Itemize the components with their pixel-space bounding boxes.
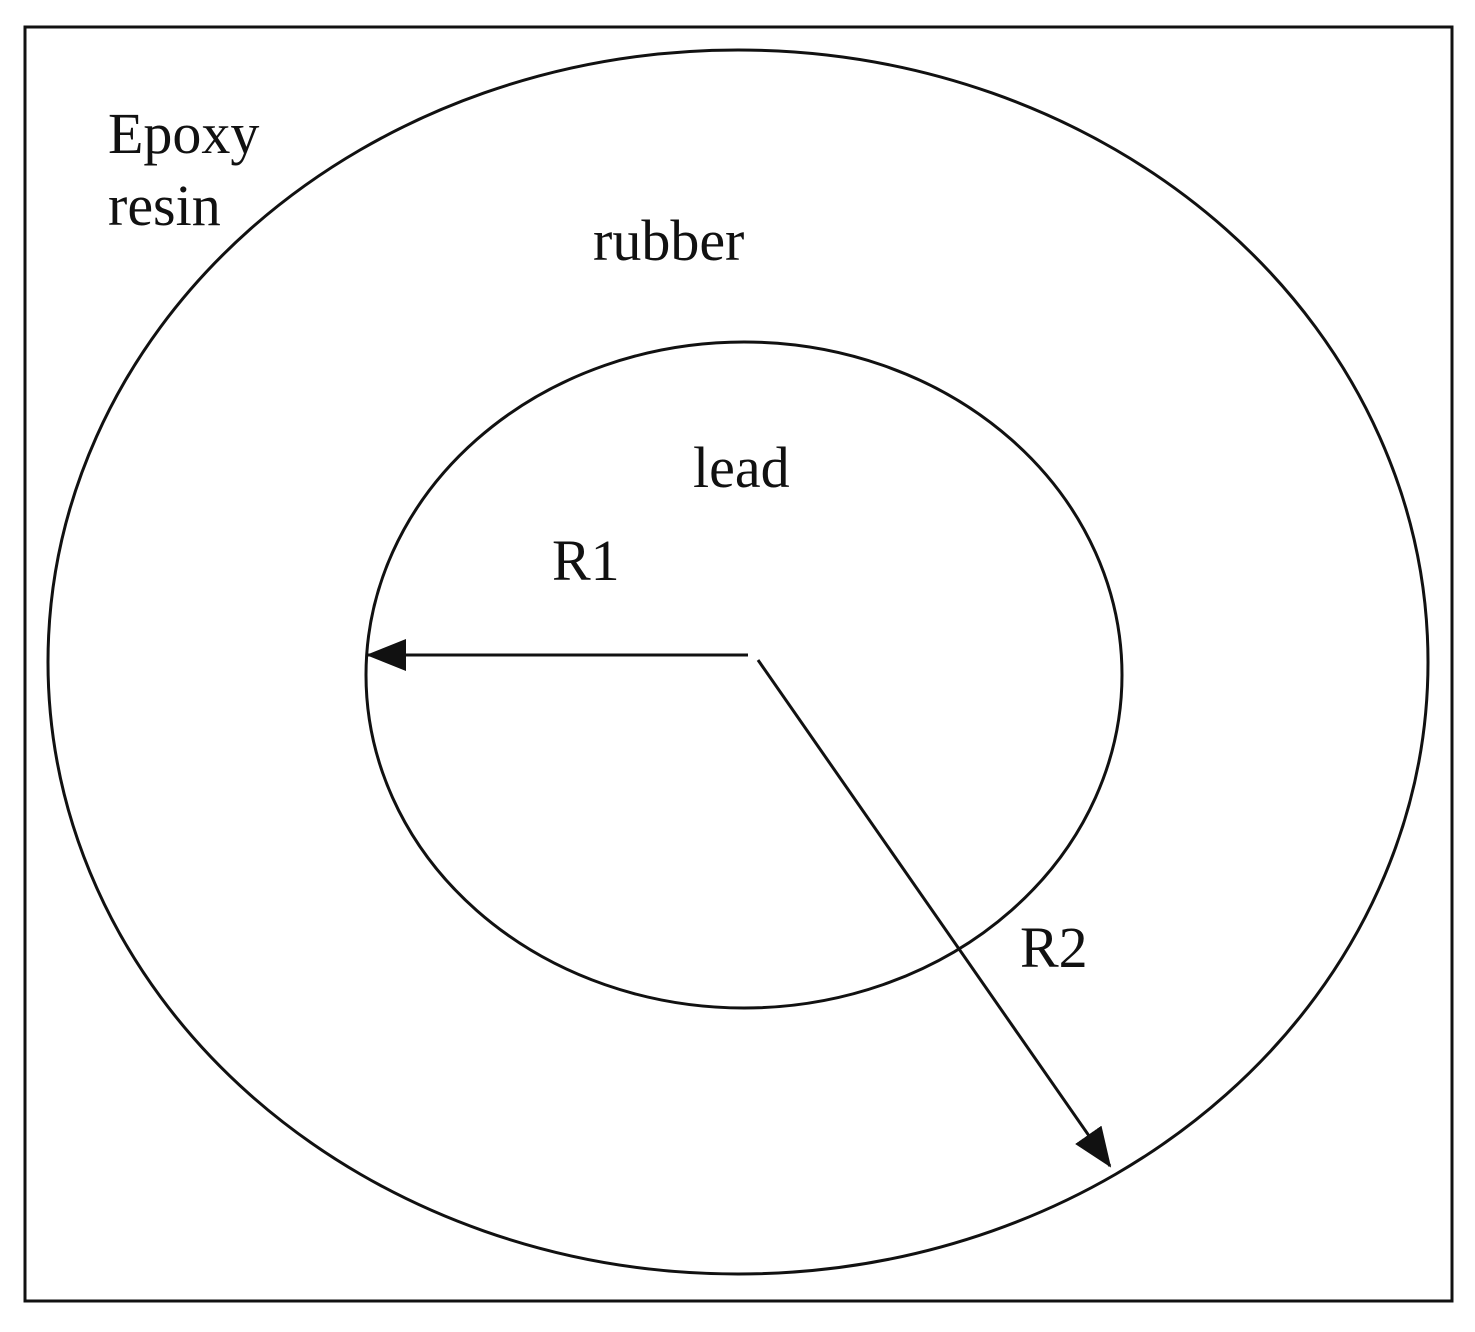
rubber-label: rubber xyxy=(593,208,744,273)
r1-label: R1 xyxy=(552,528,620,593)
r2-radius-arrow xyxy=(756,659,1112,1168)
rubber-coating-circle xyxy=(46,48,1430,1276)
epoxy-matrix-boundary xyxy=(23,25,1454,1303)
r2-label: R2 xyxy=(1020,915,1088,980)
lead-label: lead xyxy=(693,435,790,500)
lead-core-circle xyxy=(364,340,1124,1010)
epoxy-resin-label-line1: Epoxy xyxy=(108,101,259,166)
epoxy-resin-label-line2: resin xyxy=(108,173,221,238)
